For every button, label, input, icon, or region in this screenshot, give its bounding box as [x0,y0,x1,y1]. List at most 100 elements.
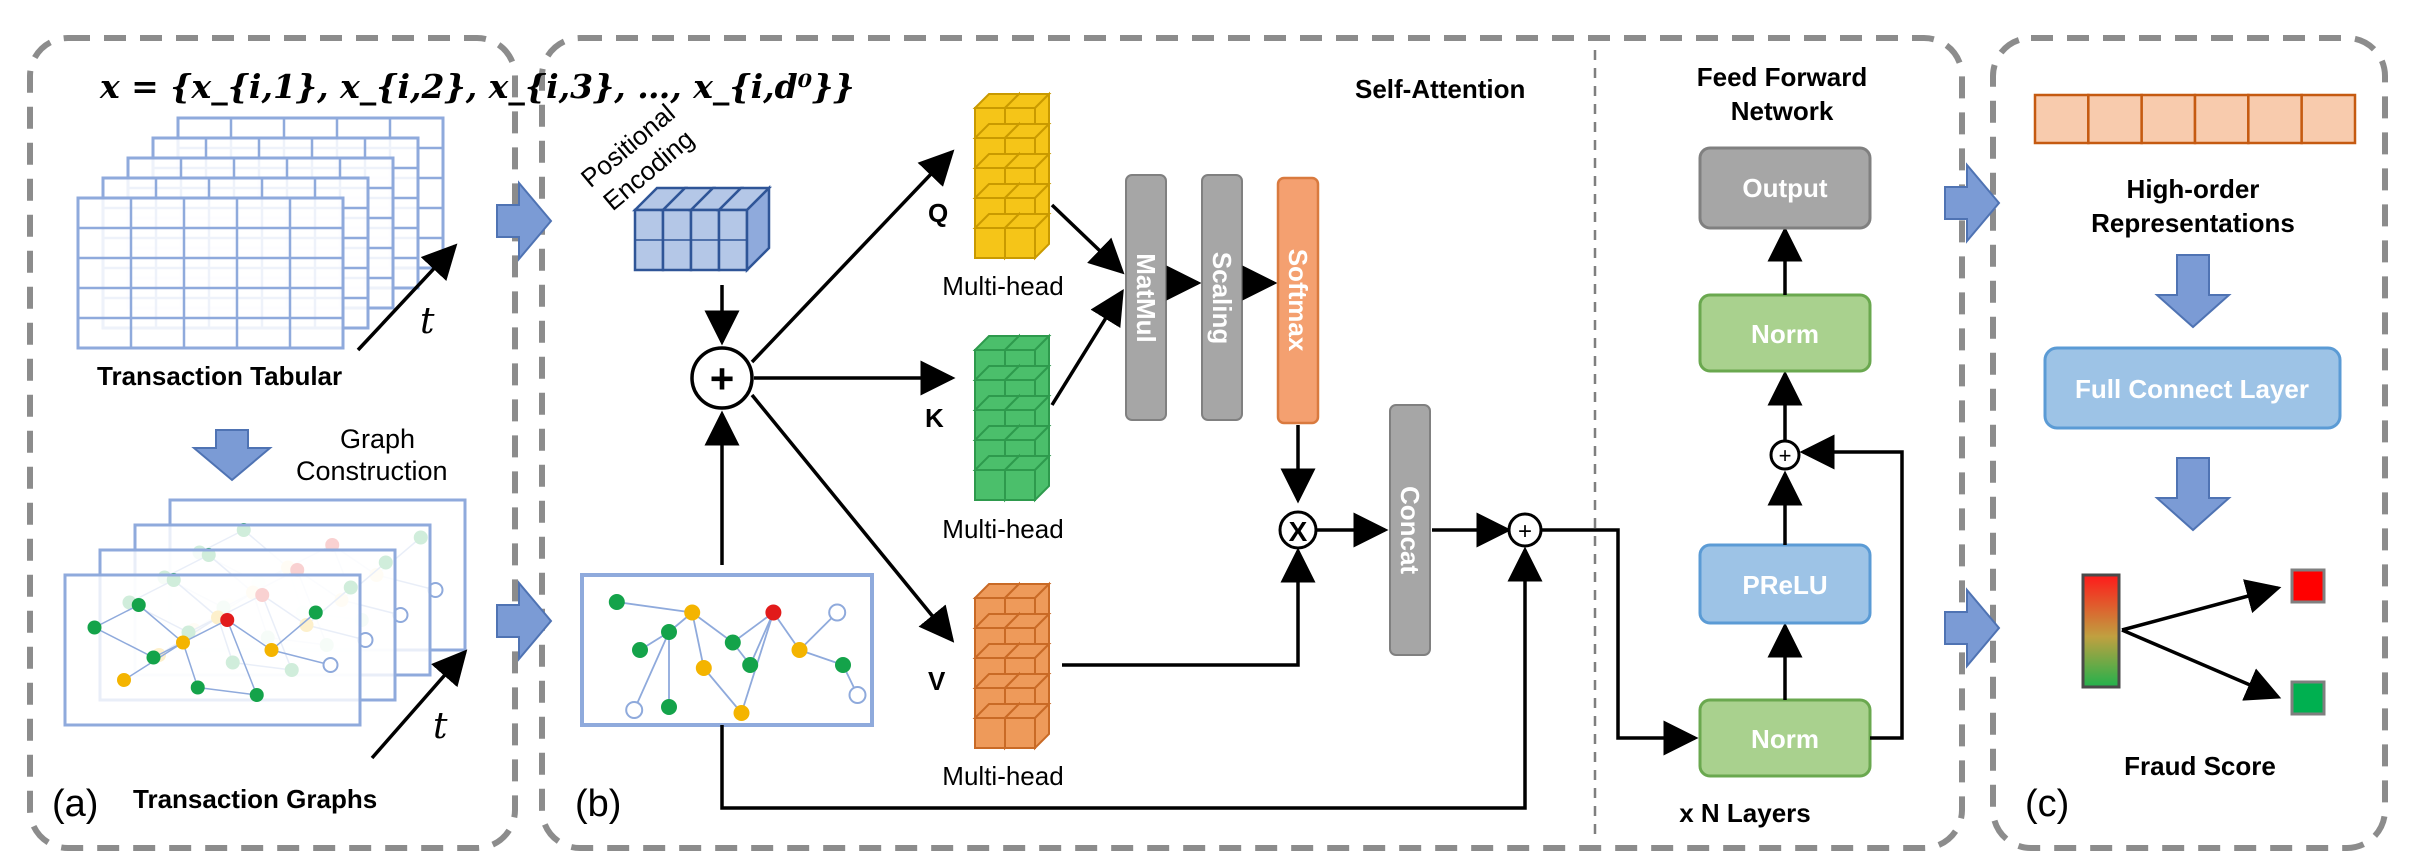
graph-node [632,642,648,658]
arrow-score-to-fraud [2121,579,2282,632]
add-node-ffn [1769,439,1801,471]
matmul-block [1125,174,1167,421]
k-multihead-tensor [972,333,1052,503]
graph-node [835,657,851,673]
self-attention-title: Self-Attention [1355,74,1525,104]
graph-node [695,660,712,676]
down-arrow-to-fc [2154,254,2232,329]
graph-construction-line2: Construction [296,456,448,486]
arrow-b-to-c-bottom [1944,587,2001,669]
panel-b-frame [539,35,1965,851]
graph-construction-line1: Graph [340,424,415,454]
graph-node [322,657,339,673]
graph-node [146,650,161,665]
add-node-ffn-symbol: + [1779,443,1792,468]
norm-label-bottom: Norm [1751,724,1819,754]
add-node-main-symbol: + [710,355,735,402]
down-arrow-graph-construction [191,429,273,482]
multihead-label-v: Multi-head [942,761,1063,791]
k-label: K [925,403,944,433]
representations-line2: Representations [2091,208,2295,238]
feature-formula: x = {x_{i,1}, x_{i,2}, x_{i,3}, …, x_{i,… [99,67,855,106]
matmul-label: MatMul [1131,253,1161,343]
transaction-graph-stack [63,498,467,727]
representation-cell [2087,93,2143,145]
panel-b-label: (b) [575,783,621,825]
arrow-to-q [750,149,955,364]
representation-cell [2300,93,2357,145]
graph-node [661,699,677,715]
arrow-a-to-b-bottom [496,580,553,662]
arrow-v-to-mult [1062,547,1316,667]
graph-node [733,705,750,721]
score-bar [2081,573,2121,689]
output-block [1698,146,1872,230]
norm-label-top: Norm [1751,319,1819,349]
graph-node [176,635,190,650]
prelu-label: PReLU [1742,570,1827,600]
q-label: Q [928,198,948,228]
q-multihead-tensor [972,91,1052,261]
arrow-q-to-matmul [1050,203,1125,275]
panel-a-frame [27,35,518,851]
graph-node [608,594,625,610]
fc-layer-label: Full Connect Layer [2075,374,2309,404]
concat-label: Concat [1395,486,1425,574]
fraud-output-square [2290,568,2326,604]
representation-cell [2140,93,2197,145]
residual-path [720,546,1543,810]
graph-node [765,604,782,621]
concat-block [1389,404,1431,656]
representations-line1: High-order [2127,174,2260,204]
representation-cell [2247,93,2303,145]
graph-node [190,680,205,695]
graph-node [264,643,279,657]
graph-node [742,657,759,673]
v-label: V [928,666,946,696]
panel-a-label: (a) [52,783,98,825]
time-arrow-bottom [370,649,468,760]
output-label: Output [1742,173,1828,203]
graph-node [249,688,264,702]
ffn-title-line2: Network [1731,96,1834,126]
arrow-b-to-c-top [1944,162,2001,244]
graph-node [308,605,323,620]
multihead-label-k: Multi-head [942,514,1063,544]
ffn-title-line1: Feed Forward [1697,62,1867,92]
graph-node [661,624,677,640]
add-node-main [690,346,754,410]
softmax-block [1276,176,1320,425]
down-arrow-to-score [2154,457,2232,532]
fraud-score-label: Fraud Score [2124,751,2276,781]
graph-node [828,603,847,622]
graph-node [625,701,644,719]
scaling-label: Scaling [1207,252,1237,344]
arrow-k-to-matmul [1050,289,1124,406]
graph-node [131,598,146,612]
representation-cell [2033,93,2090,145]
panel-c-label: (c) [2025,783,2069,825]
input-graph [608,594,867,721]
graph-node [220,613,235,627]
graph-node [791,642,808,658]
v-multihead-tensor [972,581,1052,751]
multihead-label-q: Multi-head [942,271,1063,301]
positional-encoding-block [631,184,773,274]
fc-layer-block [2043,346,2342,430]
arrow-to-v [750,393,955,643]
arrow-a-to-b-top [496,180,553,262]
add-node-residual-symbol: + [1518,518,1532,545]
graphs-caption: Transaction Graphs [133,784,377,814]
tabular-caption: Transaction Tabular [97,361,342,391]
representation-cell [2193,93,2250,145]
graph-node [724,634,741,651]
graph-node [87,620,102,635]
panel-c-frame [1990,35,2388,851]
high-order-representation-vector [2033,93,2357,145]
graph-node [684,604,701,621]
time-label-top: t [420,301,435,342]
normal-output-square [2290,680,2326,716]
time-arrow-top [356,243,458,352]
transaction-tabular-stack [76,116,445,350]
input-graph-box [580,573,874,727]
